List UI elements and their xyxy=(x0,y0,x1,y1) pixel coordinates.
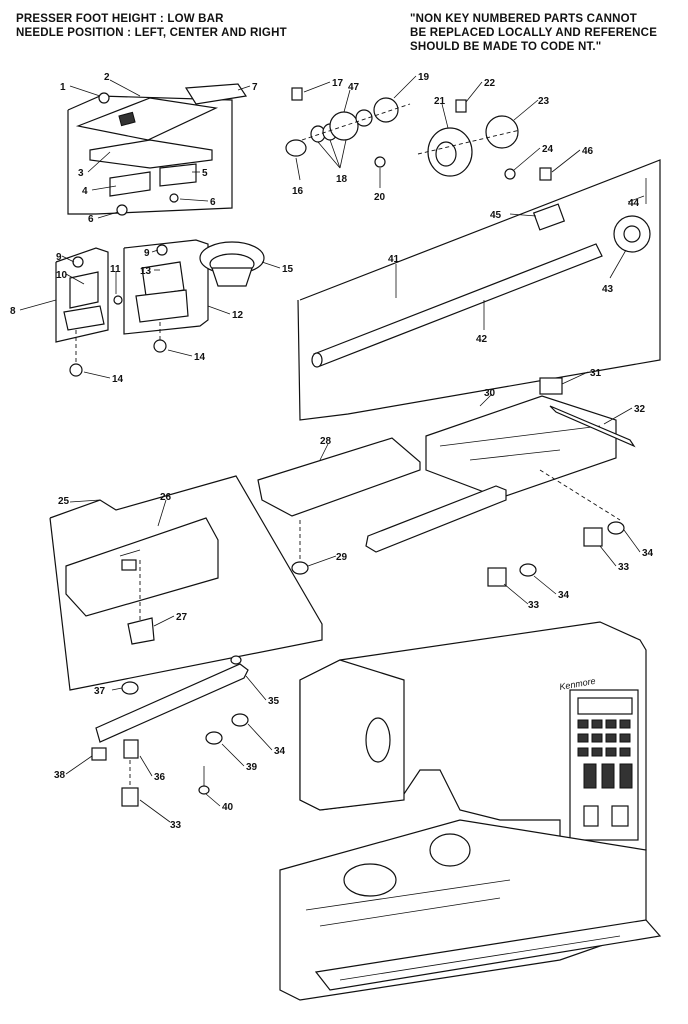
part-label: 9 xyxy=(144,248,150,259)
part-label: 8 xyxy=(10,306,16,317)
part-label: 40 xyxy=(222,802,234,813)
part-label: 43 xyxy=(602,284,614,295)
keypad xyxy=(577,719,633,827)
header-right: "NON KEY NUMBERED PARTS CANNOT BE REPLAC… xyxy=(410,12,657,54)
part-label: 22 xyxy=(484,78,496,89)
part-label: 47 xyxy=(348,82,360,93)
part-label: 17 xyxy=(332,78,344,89)
handwheel xyxy=(365,717,391,763)
needle-plate-group xyxy=(67,83,248,216)
part-label: 46 xyxy=(582,146,594,157)
part-label: 36 xyxy=(154,772,166,783)
part-label: 13 xyxy=(140,266,152,277)
part-label: 16 xyxy=(292,186,304,197)
leader-lines xyxy=(19,75,645,823)
part-label: 21 xyxy=(434,96,446,107)
part-label: 7 xyxy=(252,82,258,93)
header-left-line-2: NEEDLE POSITION : LEFT, CENTER AND RIGHT xyxy=(16,27,287,39)
part-label: 45 xyxy=(490,210,502,221)
base-plate-group xyxy=(257,377,636,587)
slide-plate xyxy=(184,83,248,105)
part-label: 24 xyxy=(542,144,554,155)
part-label: 14 xyxy=(194,352,206,363)
part-label: 6 xyxy=(88,214,94,225)
needle-plate xyxy=(75,97,219,141)
part-label: 5 xyxy=(202,168,208,179)
part-label: 15 xyxy=(282,264,294,275)
part-label: 18 xyxy=(336,174,348,185)
header-right-line-3: SHOULD BE MADE TO CODE NT." xyxy=(410,41,602,53)
part-label: 3 xyxy=(78,168,84,179)
part-label: 44 xyxy=(628,198,640,209)
main-shaft xyxy=(313,243,603,367)
bed-plate xyxy=(89,139,213,169)
top-cover-group xyxy=(49,475,323,691)
sewing-machine-body: Kenmore xyxy=(279,621,662,1001)
part-label: 29 xyxy=(336,552,348,563)
part-label: 2 xyxy=(104,72,110,83)
header-right-line-1: "NON KEY NUMBERED PARTS CANNOT xyxy=(410,13,637,25)
header-left-line-1: PRESSER FOOT HEIGHT : LOW BAR xyxy=(16,13,224,25)
part-labels: 1 2 3 4 5 6 6 7 8 9 10 11 9 13 12 14 14 … xyxy=(10,72,654,831)
part-label: 27 xyxy=(176,612,188,623)
part-label: 12 xyxy=(232,310,244,321)
part-label: 35 xyxy=(268,696,280,707)
part-label: 39 xyxy=(246,762,258,773)
part-label: 34 xyxy=(274,746,286,757)
screw-1 xyxy=(98,92,110,104)
main-shaft-group xyxy=(297,159,661,421)
part-label: 9 xyxy=(56,252,62,263)
machine-head xyxy=(299,659,405,811)
part-label: 33 xyxy=(528,600,540,611)
part-label: 1 xyxy=(60,82,66,93)
part-label: 10 xyxy=(56,270,68,281)
bar-35 xyxy=(95,663,249,743)
part-label: 19 xyxy=(418,72,430,83)
part-label: 11 xyxy=(110,264,121,275)
part-label: 6 xyxy=(210,197,216,208)
part-label: 33 xyxy=(170,820,182,831)
presser-foot-group xyxy=(55,239,265,377)
part-label: 31 xyxy=(590,368,602,379)
part-label: 20 xyxy=(374,192,386,203)
part-label: 25 xyxy=(58,496,70,507)
part-label: 42 xyxy=(476,334,488,345)
cover-28 xyxy=(257,437,421,517)
part-label: 34 xyxy=(558,590,570,601)
part-label: 32 xyxy=(634,404,646,415)
lower-bar-group xyxy=(91,655,249,807)
part-label: 4 xyxy=(82,186,88,197)
part-label: 38 xyxy=(54,770,66,781)
top-cover-25 xyxy=(65,517,219,617)
shaft-parts-group xyxy=(285,87,552,181)
part-label: 26 xyxy=(160,492,172,503)
part-label: 37 xyxy=(94,686,106,697)
part-label: 23 xyxy=(538,96,550,107)
part-label: 30 xyxy=(484,388,496,399)
part-label: 41 xyxy=(388,254,400,265)
part-label: 28 xyxy=(320,436,332,447)
part-label: 34 xyxy=(642,548,654,559)
part-label: 33 xyxy=(618,562,630,573)
header-right-line-2: BE REPLACED LOCALLY AND REFERENCE xyxy=(410,27,658,39)
gear-23 xyxy=(485,115,519,149)
part-label: 14 xyxy=(112,374,124,385)
header-left: PRESSER FOOT HEIGHT : LOW BAR NEEDLE POS… xyxy=(16,12,287,40)
base-frame-30 xyxy=(425,395,617,499)
